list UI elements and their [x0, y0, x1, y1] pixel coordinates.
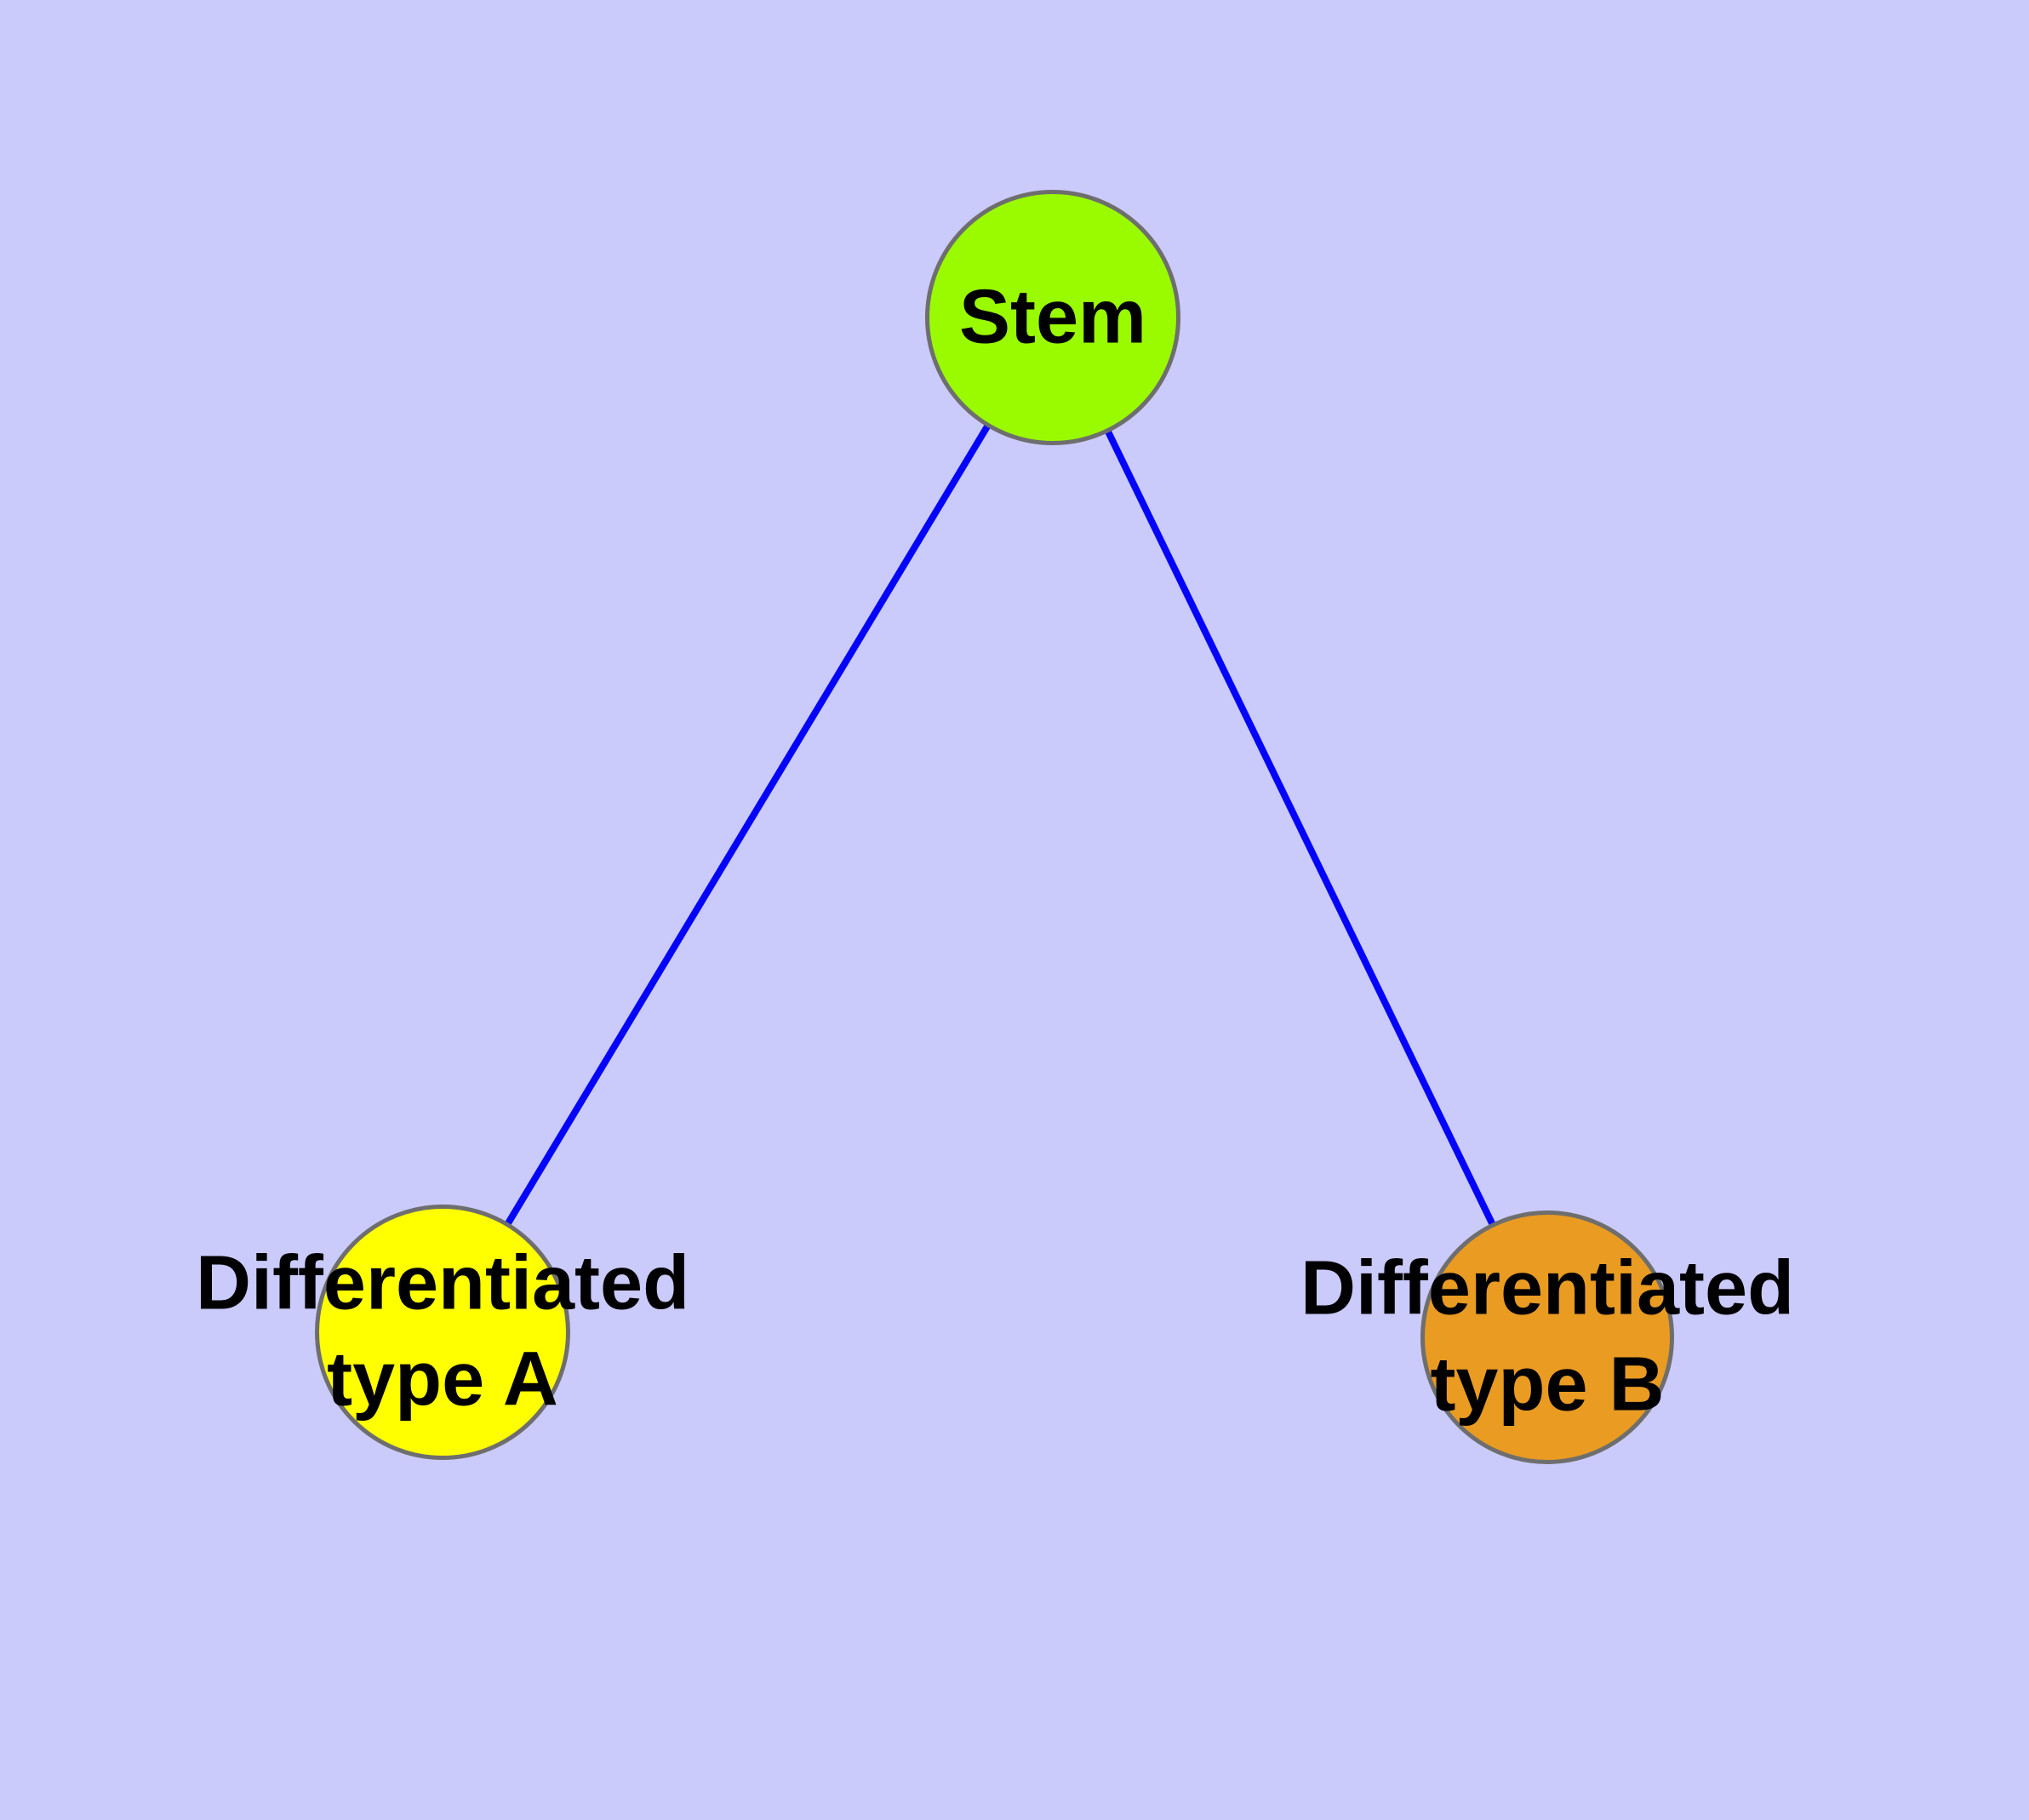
node-type-a-label: Differentiated type A [195, 1240, 690, 1422]
node-stem-label: Stem [958, 274, 1147, 360]
node-stem-circle [925, 190, 1180, 445]
node-type-b-label: Differentiated type B [1300, 1245, 1795, 1428]
node-type-a-circle [315, 1205, 570, 1460]
edge-stem-to-type-b [1049, 316, 1551, 1339]
edge-stem-to-type-a [439, 315, 1056, 1335]
node-type-b-circle [1420, 1210, 1674, 1464]
